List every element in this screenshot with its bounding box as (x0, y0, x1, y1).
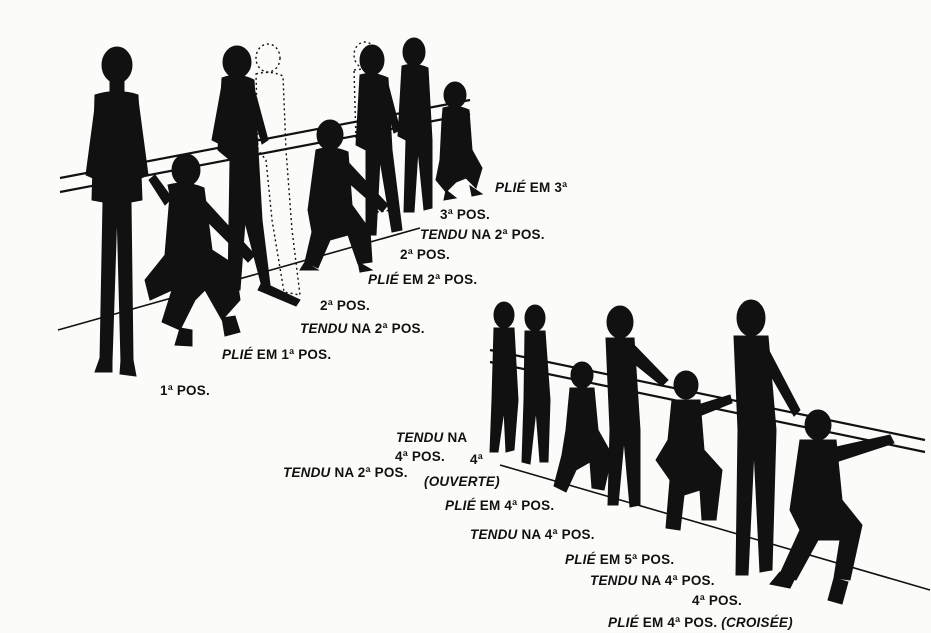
label-text: NA (447, 430, 467, 445)
label-fourth-position: 4ª POS. (692, 593, 742, 609)
dancer-tendu-second-b (398, 38, 432, 212)
label-text: EM 5ª POS. (600, 552, 675, 567)
term-plie: PLIÉ (495, 180, 526, 195)
label-tendu-second-c: TENDU NA 2ª POS. (283, 465, 408, 481)
label-text: 4ª (470, 452, 483, 467)
label-text: 4ª POS. (395, 449, 445, 464)
label-text: NA 2ª POS. (471, 227, 544, 242)
label-tendu-second-a: TENDU NA 2ª POS. (300, 321, 425, 337)
term-ouverte: (OUVERTE) (424, 474, 500, 489)
label-tendu-second-b: TENDU NA 2ª POS. (420, 227, 545, 243)
label-text: EM 4ª POS. (643, 615, 718, 630)
label-plie-fourth-croisee: PLIÉ EM 4ª POS. (CROISÉE) (608, 615, 793, 631)
label-plie-fifth: PLIÉ EM 5ª POS. (565, 552, 674, 568)
label-tendu-fourth-a-line2: 4ª POS. (395, 449, 445, 465)
term-plie: PLIÉ (608, 615, 639, 630)
term-tendu: TENDU (590, 573, 638, 588)
dancer-fourth-position (734, 300, 800, 575)
label-tendu-fourth-b: TENDU NA 4ª POS. (470, 527, 595, 543)
label-text: NA 2ª POS. (351, 321, 424, 336)
label-ouverte-number: 4ª (470, 452, 483, 468)
label-text: EM 4ª POS. (480, 498, 555, 513)
label-text: EM 2ª POS. (403, 272, 478, 287)
term-tendu: TENDU (283, 465, 331, 480)
dancer-tendu-fourth-a (490, 302, 518, 452)
label-ouverte: (OUVERTE) (424, 474, 500, 490)
bottom-dancers (490, 300, 894, 604)
term-plie: PLIÉ (565, 552, 596, 567)
term-plie: PLIÉ (445, 498, 476, 513)
label-text: EM 1ª POS. (257, 347, 332, 362)
term-croisee: (CROISÉE) (721, 615, 793, 630)
label-first-position: 1ª POS. (160, 383, 210, 399)
label-text: NA 4ª POS. (521, 527, 594, 542)
dancer-tendu-second-c (522, 305, 550, 464)
term-tendu: TENDU (420, 227, 468, 242)
term-plie: PLIÉ (222, 347, 253, 362)
dancer-plie-third (436, 82, 482, 200)
label-tendu-fourth-a: TENDU NA (396, 430, 467, 446)
term-tendu: TENDU (396, 430, 444, 445)
dancer-plie-fifth (656, 371, 732, 530)
term-tendu: TENDU (470, 527, 518, 542)
label-plie-fourth: PLIÉ EM 4ª POS. (445, 498, 554, 514)
label-plie-third: PLIÉ EM 3ª (495, 180, 567, 196)
label-tendu-fourth-c: TENDU NA 4ª POS. (590, 573, 715, 589)
label-text: 2ª POS. (400, 247, 450, 262)
term-plie: PLIÉ (368, 272, 399, 287)
label-text: NA 4ª POS. (641, 573, 714, 588)
label-text: NA 2ª POS. (334, 465, 407, 480)
label-plie-second: PLIÉ EM 2ª POS. (368, 272, 477, 288)
dancer-tendu-fourth-b (606, 306, 668, 507)
label-plie-first: PLIÉ EM 1ª POS. (222, 347, 331, 363)
label-text: 2ª POS. (320, 298, 370, 313)
dancer-first-position (86, 47, 148, 376)
dancer-plie-fourth (554, 362, 612, 492)
label-text: EM 3ª (530, 180, 568, 195)
label-second-position-a: 2ª POS. (320, 298, 370, 314)
label-text: 4ª POS. (692, 593, 742, 608)
label-second-position-b: 2ª POS. (400, 247, 450, 263)
label-text: 3ª POS. (440, 207, 490, 222)
label-third-position: 3ª POS. (440, 207, 490, 223)
label-text: 1ª POS. (160, 383, 210, 398)
term-tendu: TENDU (300, 321, 348, 336)
